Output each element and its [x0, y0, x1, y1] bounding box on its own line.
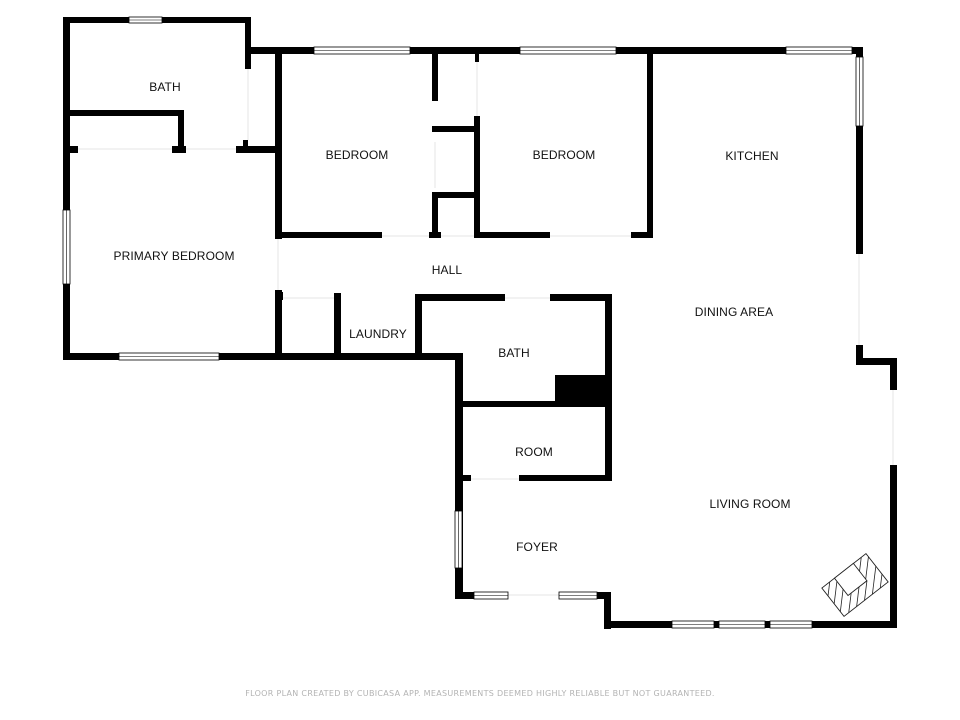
room-label-kitchen: KITCHEN: [725, 149, 779, 163]
footer-disclaimer: FLOOR PLAN CREATED BY CUBICASA APP. MEAS…: [245, 689, 715, 698]
window-upper-bath: [128, 16, 163, 24]
fireplace-icon: [821, 552, 889, 618]
room-label-primary-bedroom: PRIMARY BEDROOM: [113, 249, 235, 263]
room-label-living-room: LIVING ROOM: [709, 497, 791, 511]
window-primary-bedroom-south: [118, 352, 220, 361]
room-label-bath-upper: BATH: [149, 80, 181, 94]
room-label-bedroom-2: BEDROOM: [532, 148, 596, 162]
walls-lower-bath: [415, 294, 612, 599]
room-label-dining-area: DINING AREA: [694, 305, 774, 319]
windows-living-room-south: [671, 620, 813, 629]
room-label-foyer: FOYER: [516, 540, 558, 554]
room-label-room: ROOM: [515, 445, 553, 459]
window-kitchen-north: [785, 46, 853, 55]
window-primary-bedroom-west: [62, 209, 71, 285]
window-foyer-south-1: [473, 591, 509, 600]
window-bedroom-1: [313, 46, 411, 55]
walls-kitchen-east: [856, 47, 897, 628]
room-label-bedroom-1: BEDROOM: [325, 148, 389, 162]
walls-upper-bath: [63, 17, 281, 359]
room-label-laundry: LAUNDRY: [349, 327, 407, 341]
window-bedroom-2: [519, 46, 617, 55]
walls-foyer-living: [455, 592, 897, 629]
walls-bedrooms: [245, 47, 863, 238]
walls-primary-bedroom: [63, 47, 463, 360]
room-label-bath-lower: BATH: [498, 346, 530, 360]
walls-laundry: [275, 292, 341, 356]
window-kitchen-east: [855, 56, 864, 127]
window-foyer-south-2: [558, 591, 598, 600]
room-label-hall: HALL: [431, 263, 463, 277]
window-foyer-west: [454, 510, 463, 569]
